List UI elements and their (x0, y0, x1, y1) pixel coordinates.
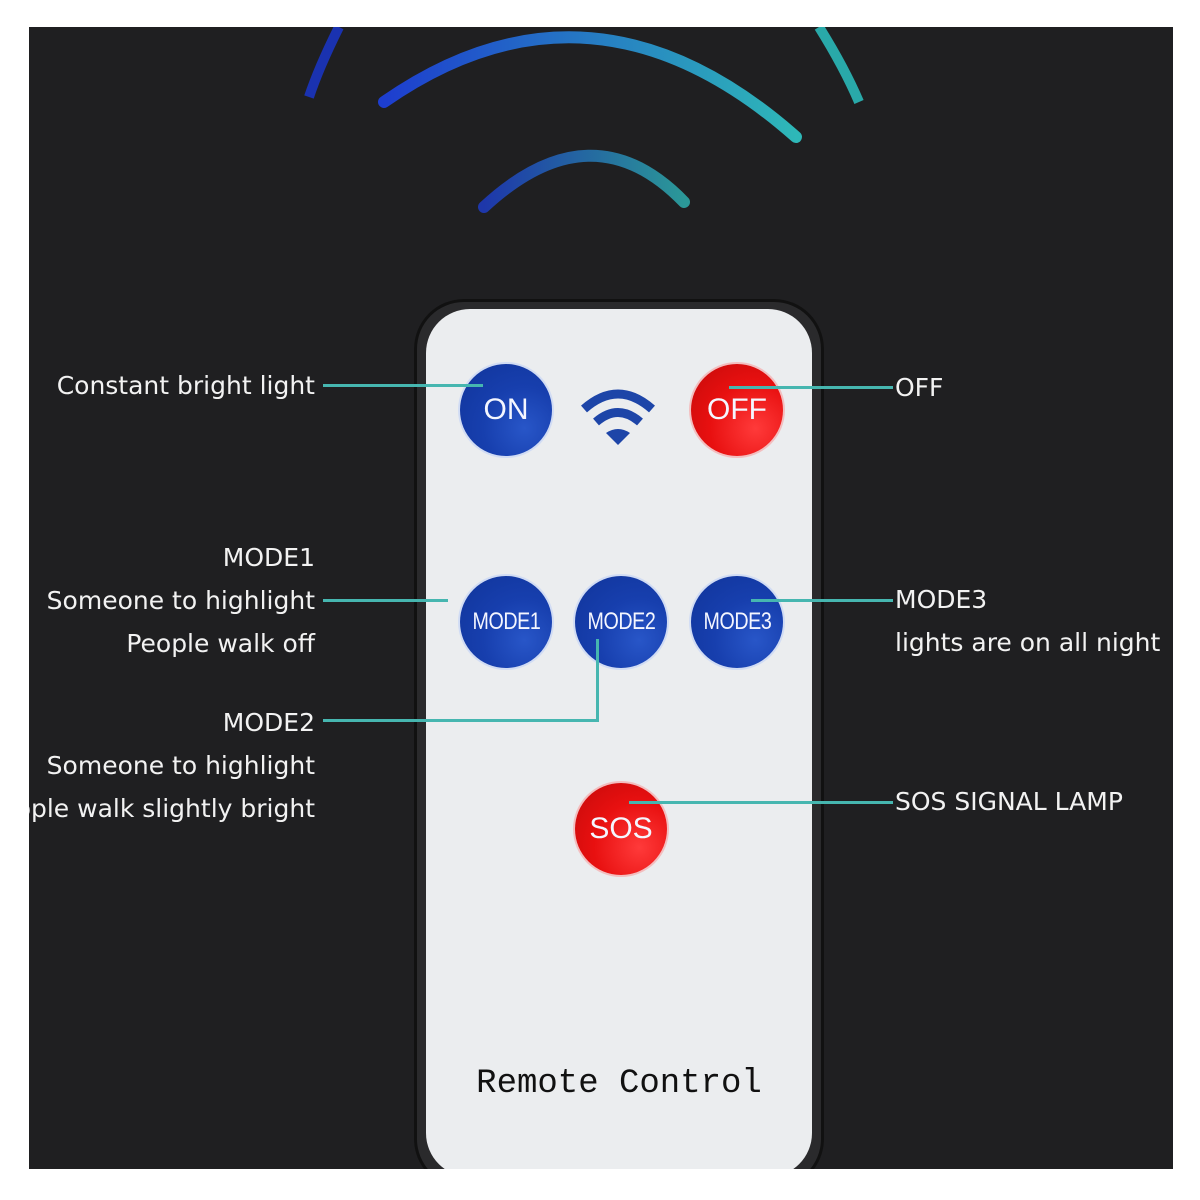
mode2-button-label: MODE2 (587, 608, 655, 635)
mode1-callout-title: MODE1 (222, 543, 315, 572)
sos-leader-line (629, 801, 893, 804)
mode2-leader-vertical (596, 639, 599, 721)
sos-callout: SOS SIGNAL LAMP (895, 780, 1123, 823)
mode3-callout-line: lights are on all night (895, 628, 1161, 657)
mode1-callout-line: Someone to highlight (46, 586, 315, 615)
mode2-callout-title: MODE2 (222, 708, 315, 737)
on-callout: Constant bright light (57, 364, 315, 407)
sos-button[interactable]: SOS (575, 783, 667, 875)
mode3-callout: MODE3 lights are on all night (895, 578, 1160, 664)
diagram-panel: ON OFF MODE1 MODE2 MODE3 SOS Re (29, 27, 1173, 1169)
mode1-callout-line: People walk off (126, 629, 315, 658)
mode3-callout-title: MODE3 (895, 585, 988, 614)
on-leader-line (323, 384, 483, 387)
mode2-callout-line: People walk slightly bright (29, 794, 315, 823)
signal-waves-icon (304, 27, 864, 213)
mode2-button[interactable]: MODE2 (575, 576, 667, 668)
off-callout: OFF (895, 366, 943, 409)
wifi-icon (581, 389, 655, 445)
mode1-button[interactable]: MODE1 (460, 576, 552, 668)
on-button-label: ON (483, 393, 529, 426)
remote-title: Remote Control (476, 1065, 762, 1103)
mode3-leader-line (751, 599, 893, 602)
off-leader-line (729, 386, 893, 389)
mode1-callout: MODE1 Someone to highlight People walk o… (47, 536, 315, 665)
sos-button-label: SOS (589, 812, 653, 845)
sos-callout-line: SOS SIGNAL LAMP (895, 787, 1123, 816)
mode3-button[interactable]: MODE3 (691, 576, 783, 668)
mode3-button-label: MODE3 (703, 608, 771, 635)
off-button-label: OFF (707, 393, 767, 426)
off-button[interactable]: OFF (691, 364, 783, 456)
mode2-callout: MODE2 Someone to highlight People walk s… (29, 701, 315, 830)
off-callout-line: OFF (895, 373, 944, 402)
mode1-button-label: MODE1 (472, 608, 540, 635)
mode2-callout-line: Someone to highlight (46, 751, 315, 780)
on-button[interactable]: ON (460, 364, 552, 456)
remote-control: ON OFF MODE1 MODE2 MODE3 SOS Re (414, 299, 824, 1169)
remote-face: ON OFF MODE1 MODE2 MODE3 SOS Re (426, 309, 812, 1169)
mode2-leader-line (323, 719, 599, 722)
mode1-leader-line (323, 599, 448, 602)
on-callout-line: Constant bright light (56, 371, 315, 400)
